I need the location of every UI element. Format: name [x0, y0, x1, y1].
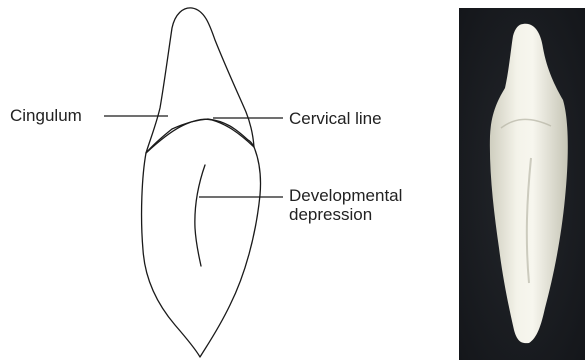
- root-outline: [146, 8, 254, 153]
- developmental-depression-label-line1: Developmental: [289, 186, 402, 205]
- cingulum-label: Cingulum: [10, 106, 82, 125]
- tooth-photo: [459, 8, 585, 360]
- developmental-depression-line: [195, 165, 205, 266]
- cervical-line-label: Cervical line: [289, 109, 382, 128]
- developmental-depression-label: Developmental depression: [289, 186, 402, 224]
- developmental-depression-label-line2: depression: [289, 205, 402, 224]
- cervical-line: [146, 119, 254, 153]
